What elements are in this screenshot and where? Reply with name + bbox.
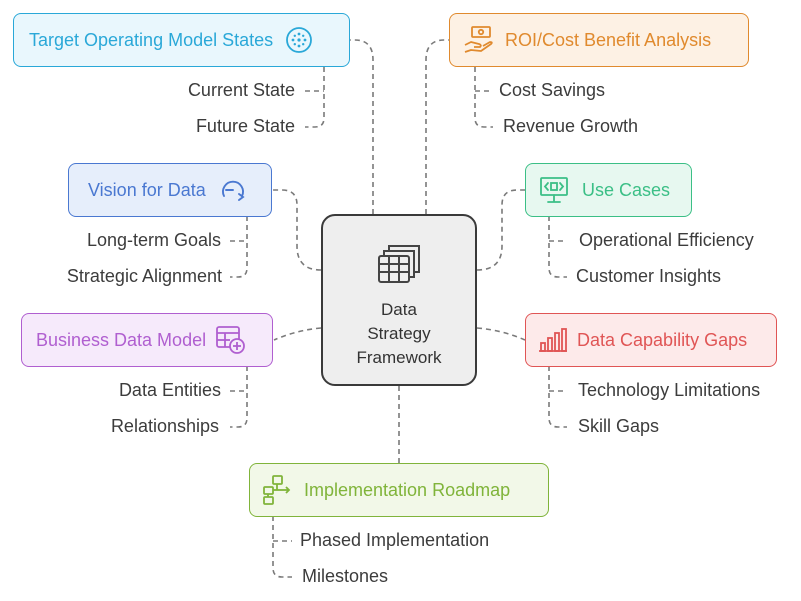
flowchart-icon [263,475,291,505]
connector-business-data-model [273,327,322,341]
sub-item-phased-implementation: Phased Implementation [300,530,490,550]
node-vision: Vision for Data [68,163,272,217]
sub-item-data-entities: Data Entities [118,380,221,400]
node-capability-gaps: Data Capability Gaps [525,313,777,367]
node-target-operating-model: Target Operating Model States [13,13,350,67]
sub-item-milestones: Milestones [302,566,389,586]
sub-item-technology-limitations: Technology Limitations [578,380,761,400]
sub-item-long-term-goals: Long-term Goals [86,230,221,250]
sub-connector-business [230,366,248,428]
center-line-2: Strategy [367,324,431,343]
bar-chart-icon [539,328,567,352]
vision-arc-icon [221,180,245,201]
sub-connector-vision [230,216,248,278]
connector-capability-gaps [476,327,526,341]
connector-use-cases [476,189,525,271]
money-hand-icon [464,26,493,53]
connector-roi [425,39,449,214]
center-title: Data Strategy Framework [356,298,441,370]
sub-connector-roi [474,67,493,128]
center-line-1: Data [381,300,417,319]
node-title: Data Capability Gaps [577,329,748,350]
sub-connector-capability [548,366,567,428]
sub-item-cost-savings: Cost Savings [499,80,606,100]
node-title: Implementation Roadmap [304,479,511,500]
node-use-cases: Use Cases [525,163,692,217]
sub-item-revenue-growth: Revenue Growth [503,116,639,136]
sub-item-strategic-alignment: Strategic Alignment [66,266,222,286]
sparkle-circle-icon [286,27,313,53]
sub-item-current-state: Current State [187,80,295,100]
center-node: Data Strategy Framework [321,214,477,386]
node-roi: ROI/Cost Benefit Analysis [449,13,749,67]
node-title: Target Operating Model States [29,29,274,50]
sub-item-relationships: Relationships [110,416,219,436]
node-title: Use Cases [582,179,671,200]
node-business-data-model: Business Data Model [21,313,273,367]
node-implementation-roadmap: Implementation Roadmap [249,463,549,517]
center-line-3: Framework [356,348,442,367]
table-plus-icon [216,326,245,354]
sub-connector-use-cases [548,216,567,278]
node-title: Business Data Model [36,329,207,350]
table-stack-icon [378,245,420,283]
node-title: ROI/Cost Benefit Analysis [505,29,712,50]
sub-item-skill-gaps: Skill Gaps [578,416,660,436]
sub-connector-roadmap [272,516,292,578]
sub-item-operational-efficiency: Operational Efficiency [579,230,754,250]
connector-target-operating-model [350,39,374,214]
node-title: Vision for Data [88,179,206,200]
sub-item-customer-insights: Customer Insights [576,266,722,286]
sub-connector-target [305,67,325,128]
connector-vision [272,189,322,271]
presentation-icon [540,177,568,203]
sub-item-future-state: Future State [195,116,295,136]
